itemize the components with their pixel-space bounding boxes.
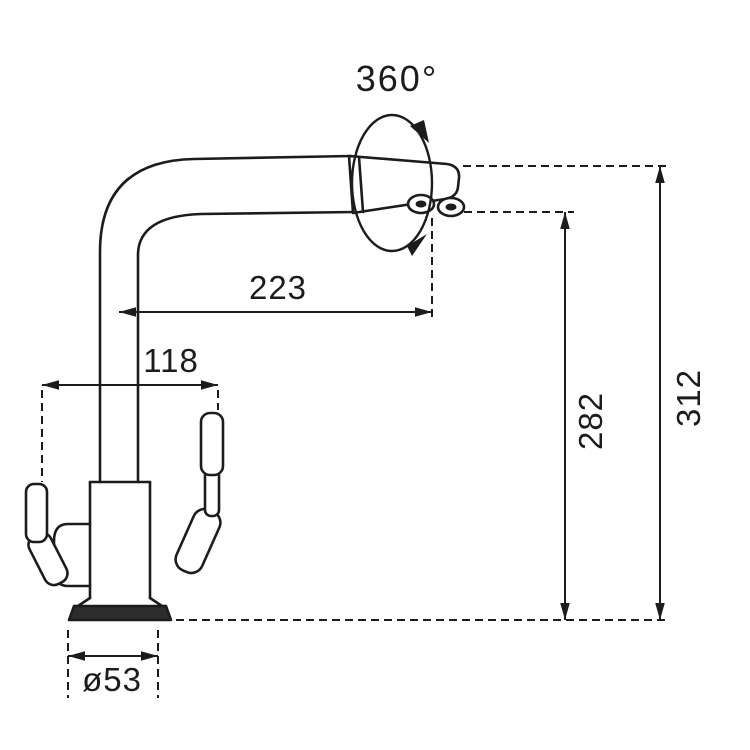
arrow-down-icon (655, 603, 665, 620)
base-flare-left-line (76, 596, 92, 608)
dim-spout-height: 282 (464, 211, 609, 620)
dim-282-label: 282 (572, 392, 609, 450)
spout-head-joint-line (357, 155, 365, 214)
aerator-left-core (415, 200, 427, 208)
arrow-down-icon (560, 603, 570, 620)
faucet-outline (24, 154, 466, 622)
rotation-arrow-bottom-icon (407, 234, 427, 256)
dim-base-diameter: ø53 (67, 630, 159, 698)
arrow-left-icon (42, 380, 59, 390)
spout-outer-line (98, 154, 353, 484)
aerator-right-core (445, 203, 457, 211)
arrow-right-icon (415, 307, 432, 317)
right-handle-lever (199, 411, 225, 477)
base-flange (67, 604, 173, 622)
dimensions: 223 118 282 (41, 165, 707, 698)
dim-handle-span: 118 (41, 342, 219, 482)
base-flare-right-line (148, 596, 164, 608)
arrow-right-icon (141, 651, 158, 661)
rotation-ellipse (350, 113, 434, 253)
left-handle-lever (24, 482, 49, 544)
right-handle-neck (203, 468, 221, 518)
dim-118-label: 118 (143, 342, 199, 379)
arrow-up-icon (655, 166, 665, 183)
dim-total-height: 312 (463, 165, 707, 620)
dim-spout-reach: 223 (119, 218, 433, 318)
dim-223-label: 223 (249, 269, 307, 306)
arrow-left-icon (68, 651, 85, 661)
arrow-left-icon (119, 307, 136, 317)
arrow-up-icon (560, 212, 570, 229)
arrow-right-icon (201, 380, 218, 390)
dim-diameter-label: ø53 (82, 661, 142, 698)
dim-312-label: 312 (670, 369, 707, 427)
rotation-arrow-top-icon (410, 120, 429, 143)
rotation-indicator: 360° (350, 58, 438, 256)
rotation-label: 360° (356, 58, 438, 99)
spout-inner-line (136, 210, 357, 484)
